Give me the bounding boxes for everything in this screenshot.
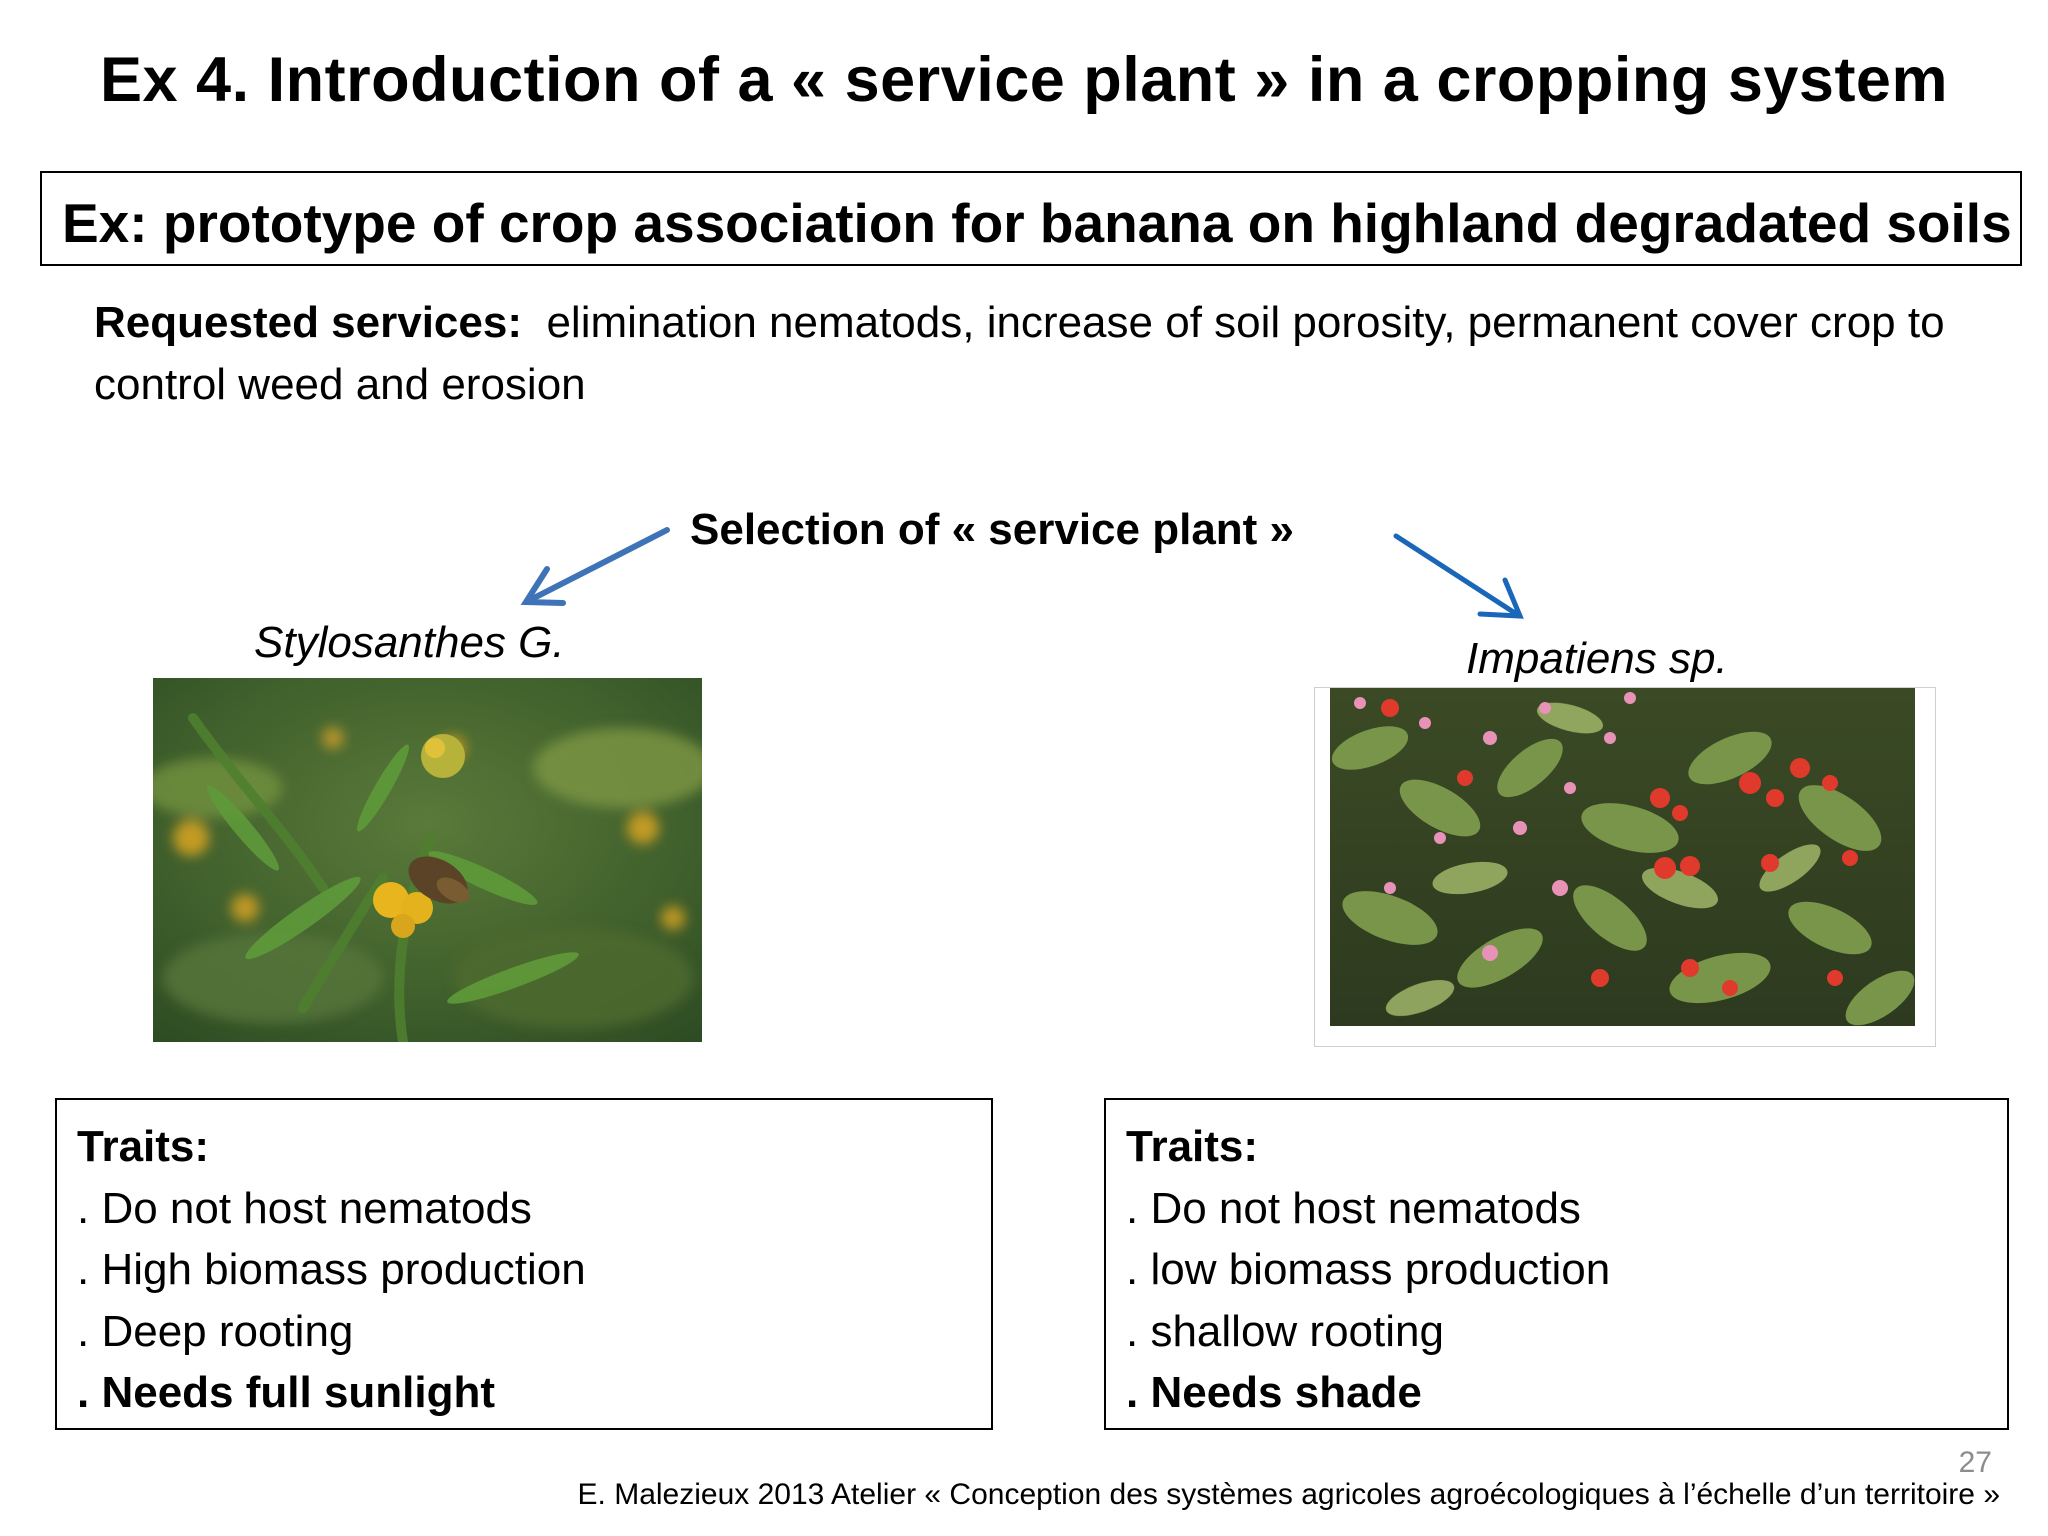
traits-header: Traits: (77, 1122, 210, 1171)
traits-header: Traits: (1126, 1122, 1259, 1171)
page-number: 27 (1958, 1446, 1992, 1479)
species-name-impatiens: Impatiens sp. (1466, 634, 1728, 683)
citation: E. Malezieux 2013 Atelier « Conception d… (577, 1478, 2000, 1511)
arrow-left-icon (520, 527, 670, 606)
trait-item: . Do not host nematods (1126, 1183, 1581, 1233)
requested-services-text: elimination nematods, increase of soil p… (94, 298, 1945, 409)
traits-box-impatiens: Traits: . Do not host nematods . low bio… (1104, 1098, 2009, 1430)
slide-title: Ex 4. Introduction of a « service plant … (100, 45, 1948, 115)
species-name-stylosanthes: Stylosanthes G. (254, 618, 565, 667)
stylosanthes-photo (153, 678, 702, 1042)
trait-item: . low biomass production (1126, 1245, 1611, 1294)
trait-item: . Deep rooting (77, 1306, 354, 1356)
traits-box-stylosanthes: Traits: . Do not host nematods . High bi… (55, 1098, 993, 1430)
requested-services: Requested services: elimination nematods… (94, 292, 1974, 416)
trait-item: . High biomass production (77, 1245, 586, 1294)
slide-subtitle: Ex: prototype of crop association for ba… (62, 192, 2012, 254)
key-trait: . Needs shade (1126, 1368, 1422, 1417)
arrow-right-icon (1393, 533, 1524, 619)
key-trait: . Needs full sunlight (77, 1368, 496, 1417)
requested-services-label: Requested services: (94, 298, 522, 347)
subtitle-box (40, 171, 2022, 266)
selection-label: Selection of « service plant » (690, 505, 1295, 554)
trait-item: . shallow rooting (1126, 1306, 1444, 1356)
impatiens-photo (1330, 688, 1915, 1026)
trait-item: . Do not host nematods (77, 1183, 532, 1233)
